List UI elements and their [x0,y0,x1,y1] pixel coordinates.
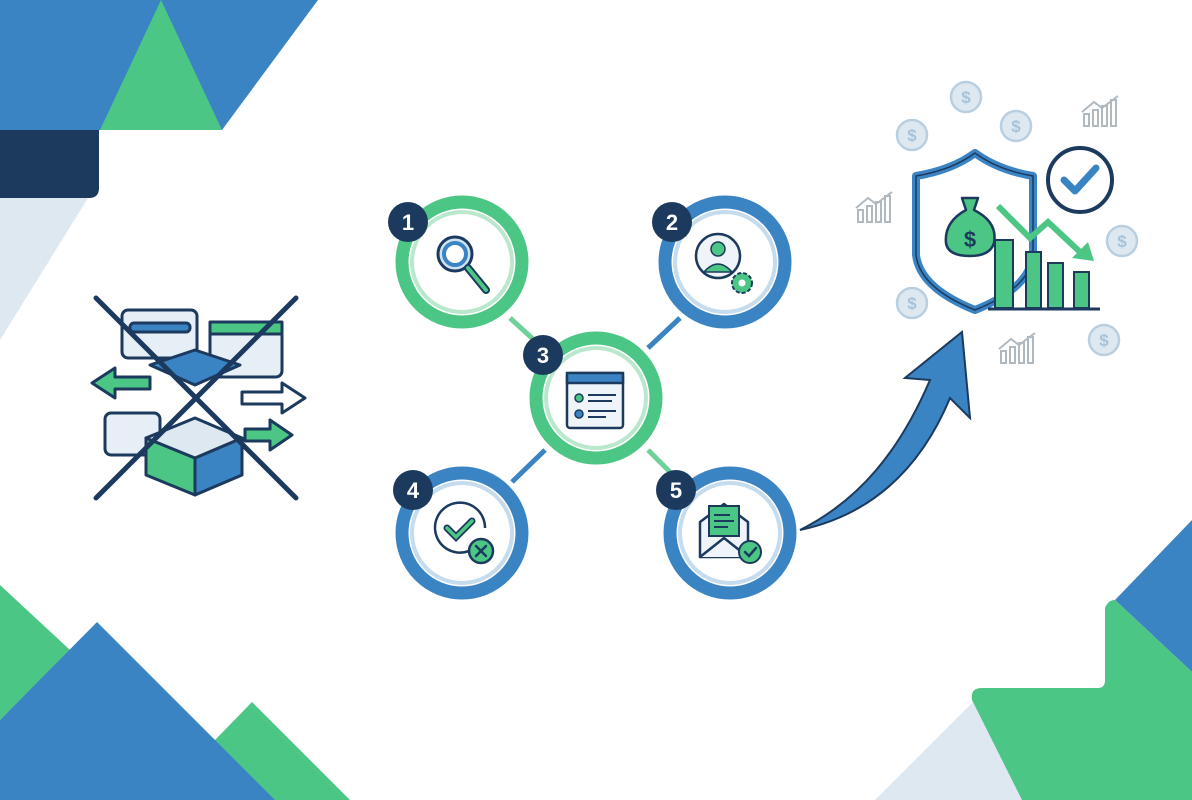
bg-blue-right [1115,520,1192,672]
dollar-coin-icon [895,80,1139,357]
step-4-number: 4 [407,478,420,503]
coin-symbol: $ [1099,331,1109,350]
bg-blue-triangle-bottom-left [0,622,275,800]
step-1-node: 1 [388,195,529,329]
coin-symbol: $ [1117,232,1127,251]
bg-green-triangle-top-left [100,0,222,130]
step-2-number: 2 [666,210,678,235]
bg-pale-wedge-bottom-right [875,700,1050,800]
step-5-badge [656,470,696,510]
bg-green-left-bottom [0,585,70,720]
step-3-node: 3 [523,331,663,465]
check-circle-icon [1046,146,1114,214]
magnifier-icon [436,235,490,294]
step-2-badge [652,202,692,242]
money-bag-symbol: $ [964,227,976,252]
bg-green-bottom-right [971,600,1192,800]
step-1-number: 1 [402,210,414,235]
growth-chart-icon [855,95,1119,364]
coin-symbol: $ [907,126,917,145]
step-4-badge [393,470,433,510]
step-3-badge [523,335,563,375]
coin-symbol: $ [1011,117,1021,136]
coin-symbol: $ [907,294,917,313]
declining-bar-chart-icon [994,239,1090,309]
bg-navy-block-top-left [0,130,99,198]
check-x-icon [433,501,495,565]
user-gear-icon [694,232,753,294]
browser-list-icon [565,371,625,430]
step-2-node: 2 [652,195,792,329]
money-bag-icon: $ [944,196,996,258]
step-1-badge [388,202,428,242]
envelope-check-icon [698,502,762,564]
step-5-node: 5 [656,466,797,600]
coin-symbol: $ [961,88,971,107]
growth-arrow-icon [799,330,972,531]
bg-pale-wedge-left [0,198,88,340]
step-5-number: 5 [670,478,682,503]
step-4-node: 4 [393,466,529,600]
step-3-number: 3 [537,343,549,368]
